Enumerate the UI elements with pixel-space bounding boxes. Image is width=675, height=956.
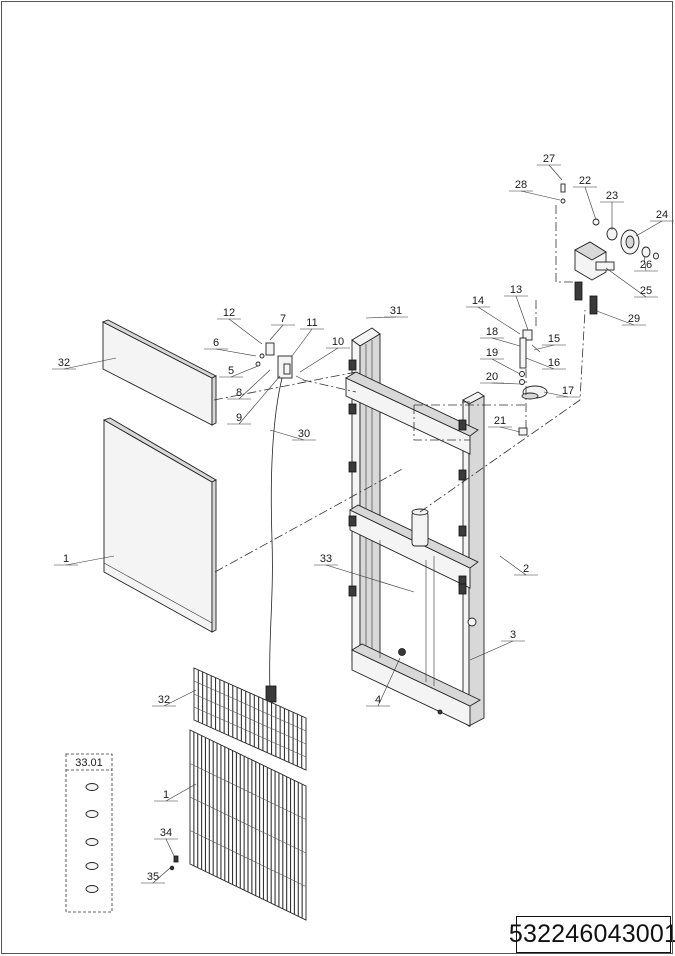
- grille-panel-1: [189, 729, 307, 921]
- callout-c31: 31: [390, 305, 402, 317]
- callout-c34: 34: [160, 827, 172, 839]
- callout-c32a: 32: [58, 357, 70, 369]
- callout-c12: 12: [223, 307, 235, 319]
- callout-c29: 29: [628, 313, 640, 325]
- callout-c17: 17: [562, 385, 574, 397]
- callout-c23: 23: [606, 190, 618, 202]
- callout-c26: 26: [640, 259, 652, 271]
- assembly-centerlines: [213, 205, 586, 573]
- callout-c9: 9: [236, 412, 242, 424]
- callout-c7: 7: [280, 313, 286, 325]
- callout-c15: 15: [548, 333, 560, 345]
- callout-c19: 19: [486, 347, 498, 359]
- callout-c24: 24: [656, 209, 668, 221]
- document-number: 532246043001: [508, 920, 675, 948]
- roller-carriage-assembly: [518, 183, 659, 436]
- callout-c1b: 1: [163, 789, 169, 801]
- panel-32-top: [101, 319, 217, 426]
- callout-c14: 14: [472, 295, 484, 307]
- callout-c32b: 32: [158, 694, 170, 706]
- kit-33-01-box: 33.01: [65, 753, 113, 913]
- callout-c10: 10: [332, 336, 344, 348]
- callout-c13: 13: [510, 284, 522, 296]
- callout-c25: 25: [640, 285, 652, 297]
- panel-1-large: [102, 417, 217, 633]
- callout-c6: 6: [213, 337, 219, 349]
- callout-c2: 2: [523, 563, 529, 575]
- callout-c27: 27: [543, 153, 555, 165]
- callout-c1a: 1: [63, 553, 69, 565]
- callout-c5: 5: [228, 365, 234, 377]
- callout-c33: 33: [320, 553, 332, 565]
- callout-c18: 18: [486, 326, 498, 338]
- callout-c20: 20: [486, 371, 498, 383]
- callout-c4: 4: [375, 694, 381, 706]
- callout-c8: 8: [236, 387, 242, 399]
- callout-c11: 11: [306, 317, 317, 329]
- callout-c3: 3: [510, 629, 516, 641]
- kit-label: 33.01: [75, 757, 103, 769]
- switch-bracket-assembly: [255, 342, 305, 381]
- callout-c30: 30: [298, 428, 310, 440]
- callout-c35: 35: [147, 871, 159, 883]
- callout-c16: 16: [548, 357, 560, 369]
- callout-c21: 21: [494, 415, 506, 427]
- door-frame-3: [345, 327, 485, 727]
- cable-30: [269, 377, 283, 691]
- callout-c22: 22: [579, 175, 591, 187]
- grille-panel-32: [193, 667, 307, 771]
- document-number-box: 532246043001: [509, 916, 675, 953]
- callout-c28: 28: [515, 179, 527, 191]
